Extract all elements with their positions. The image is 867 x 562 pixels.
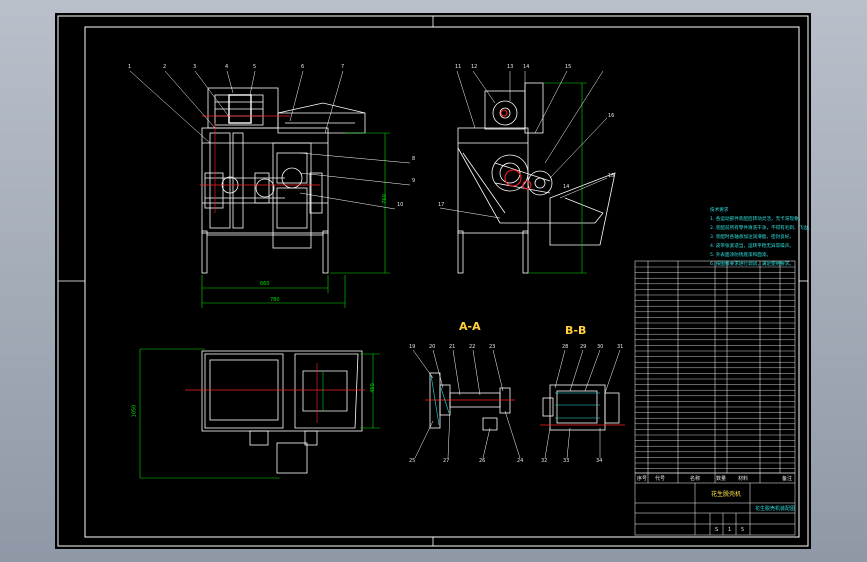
tb-header-mat: 材料 xyxy=(738,476,749,482)
dim-width-outer: 780 xyxy=(270,297,280,303)
note-line: 5. 外表面涂防锈底漆和面漆。 xyxy=(710,253,771,258)
balloon-27: 27 xyxy=(443,458,450,464)
balloon-10: 10 xyxy=(397,202,404,208)
sheet-5: 5 xyxy=(741,527,745,533)
front-leaders xyxy=(129,70,411,210)
section-b-view xyxy=(542,384,620,431)
sheet-1: 1 xyxy=(728,527,732,533)
balloon-32: 32 xyxy=(541,458,548,464)
tb-header-no: 序号 xyxy=(637,476,648,482)
balloon-11: 11 xyxy=(455,64,462,70)
balloon-14b: 14 xyxy=(563,184,570,190)
section-b-title: B-B xyxy=(565,324,587,337)
inner-border xyxy=(84,26,800,538)
title-block-name: 花生脱壳机 xyxy=(711,491,742,498)
note-line: 2. 装配前所有零件清洗干净，不得有毛刺、飞边。 xyxy=(710,226,813,231)
note-line: 1. 各运动部件装配后转动灵活，无卡滞现象。 xyxy=(710,217,804,222)
balloon-9: 9 xyxy=(412,178,416,184)
balloon-30: 30 xyxy=(597,344,604,350)
title-block xyxy=(634,472,796,536)
balloon-17: 17 xyxy=(438,202,445,208)
drawing-sheet: 1 2 3 4 5 6 7 8 9 10 760 660 780 11 12 1… xyxy=(55,13,812,549)
balloon-7: 7 xyxy=(341,64,345,70)
outer-border xyxy=(57,15,809,547)
balloon-8: 8 xyxy=(412,156,416,162)
dim-plan-right: 450 xyxy=(369,383,376,393)
section-a-title: A-A xyxy=(459,320,481,333)
balloon-21: 21 xyxy=(449,344,456,350)
note-line: 6. 按图样要求进行调试，满足使用要求。 xyxy=(710,262,794,267)
balloon-25: 25 xyxy=(409,458,416,464)
tb-header-remark: 备注 xyxy=(782,476,793,482)
balloon-14: 14 xyxy=(523,64,530,70)
balloon-15: 15 xyxy=(565,64,572,70)
tb-header-code: 代号 xyxy=(655,476,666,482)
balloon-18: 18 xyxy=(608,173,615,179)
balloon-22: 22 xyxy=(469,344,476,350)
side-view-red-parts xyxy=(500,109,532,190)
balloon-34: 34 xyxy=(596,458,603,464)
balloon-6: 6 xyxy=(301,64,305,70)
note-line: 3. 装配时各轴承加注润滑脂，密封良好。 xyxy=(710,235,794,240)
balloon-19: 19 xyxy=(409,344,416,350)
dim-height: 760 xyxy=(381,194,388,204)
balloon-16: 16 xyxy=(608,113,615,119)
side-dimensions xyxy=(528,82,587,274)
balloon-13: 13 xyxy=(507,64,514,70)
balloon-28: 28 xyxy=(562,344,569,350)
parts-list-rows xyxy=(635,266,795,469)
sheet-s: S xyxy=(715,527,719,533)
side-leaders xyxy=(439,70,608,219)
balloon-29: 29 xyxy=(580,344,587,350)
section-a-view xyxy=(429,372,511,431)
balloon-23: 23 xyxy=(489,344,496,350)
drawing-title: 花生脱壳机装配图 xyxy=(755,506,796,512)
plan-dimensions xyxy=(139,348,380,479)
cad-canvas xyxy=(57,15,809,547)
plan-view xyxy=(201,350,363,474)
balloon-26: 26 xyxy=(479,458,486,464)
tb-header-name: 名称 xyxy=(690,476,701,482)
balloon-12: 12 xyxy=(471,64,478,70)
balloon-4: 4 xyxy=(225,64,229,70)
balloon-1: 1 xyxy=(128,64,132,70)
technical-notes: 技术要求 1. 各运动部件装配后转动灵活，无卡滞现象。 2. 装配前所有零件清洗… xyxy=(710,206,812,269)
balloon-2: 2 xyxy=(163,64,167,70)
dim-width-inner: 660 xyxy=(260,281,270,287)
balloon-5: 5 xyxy=(253,64,257,70)
front-dimensions xyxy=(201,132,390,308)
note-line: 4. 皮带张紧适当，运转平稳无异常噪声。 xyxy=(710,244,794,249)
balloon-3: 3 xyxy=(193,64,197,70)
balloon-31: 31 xyxy=(617,344,624,350)
balloon-24: 24 xyxy=(517,458,524,464)
side-view xyxy=(457,82,616,274)
balloon-33: 33 xyxy=(563,458,570,464)
tb-header-qty: 数量 xyxy=(716,476,727,482)
section-a-leaders xyxy=(412,349,521,459)
balloon-20: 20 xyxy=(429,344,436,350)
dim-plan-left: 1050 xyxy=(131,404,138,418)
notes-title: 技术要求 xyxy=(710,208,729,213)
parts-list xyxy=(634,260,796,474)
section-b-leaders xyxy=(544,349,621,459)
